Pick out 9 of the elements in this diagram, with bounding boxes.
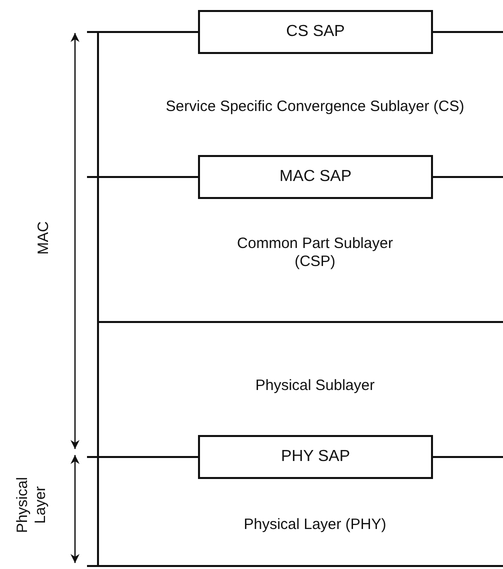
sap-box: PHY SAP xyxy=(198,435,433,479)
sap-box: CS SAP xyxy=(198,10,433,54)
sublayer-label: Physical Layer (PHY) xyxy=(242,516,388,534)
sublayer-label: Service Specific Convergence Sublayer (CS) xyxy=(165,98,465,116)
sap-box: MAC SAP xyxy=(198,155,433,199)
sublayer-label: Physical Sublayer xyxy=(254,377,376,395)
dimension-label: Physical Layer xyxy=(14,476,50,535)
sublayer-label: Common Part Sublayer (CSP) xyxy=(236,235,394,271)
dimension-label: MAC xyxy=(35,220,53,257)
